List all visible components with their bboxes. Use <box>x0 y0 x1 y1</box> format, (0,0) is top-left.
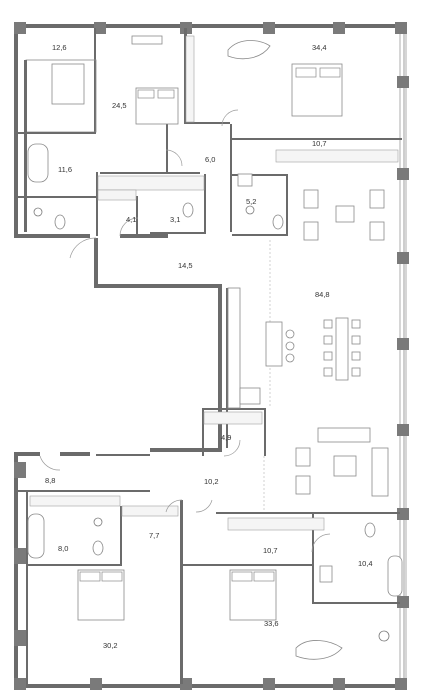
room-area-label: 4,9 <box>221 433 231 442</box>
room-area-label: 7,7 <box>149 531 159 540</box>
room-area-label: 34,4 <box>312 43 327 52</box>
room-area-label: 12,6 <box>52 43 67 52</box>
room-area-label: 6,0 <box>205 155 215 164</box>
room-area-label: 4,1 <box>126 215 136 224</box>
structural-columns <box>14 22 409 690</box>
room-area-label: 3,1 <box>170 215 180 224</box>
room-area-label: 10,2 <box>204 477 219 486</box>
room-area-label: 10,7 <box>312 139 327 148</box>
doors <box>39 109 331 553</box>
room-area-label: 33,6 <box>264 619 279 628</box>
room-area-label: 30,2 <box>103 641 118 650</box>
closets <box>29 35 399 531</box>
room-area-label: 84,8 <box>315 290 330 299</box>
room-area-label: 24,5 <box>112 101 127 110</box>
zone-lines <box>263 240 271 512</box>
room-labels: 12,6 24,5 34,4 11,6 6,0 10,7 4,1 3,1 5,2… <box>45 43 373 650</box>
room-area-label: 5,2 <box>246 197 256 206</box>
furniture <box>27 35 403 660</box>
room-area-label: 8,8 <box>45 476 55 485</box>
interior-walls <box>18 28 402 684</box>
room-area-label: 11,6 <box>58 165 72 174</box>
room-area-label: 10,7 <box>263 546 278 555</box>
room-area-label: 10,4 <box>358 559 373 568</box>
room-area-label: 14,5 <box>178 261 193 270</box>
room-area-label: 8,0 <box>58 544 68 553</box>
